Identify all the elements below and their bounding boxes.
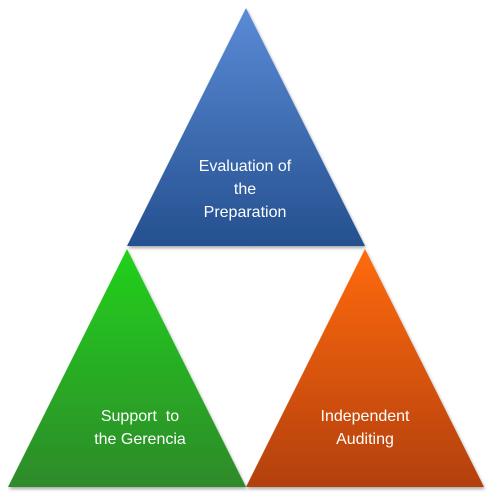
triangle-top-label-line-3: Preparation (203, 204, 287, 221)
triangle-left-label-line-1: Support to (100, 408, 180, 425)
triangle-left-label-line-2: the Gerencia (94, 431, 186, 448)
triangle-top-label: Evaluation of the Preparation (170, 155, 320, 224)
triangle-right-label-line-2: Auditing (336, 431, 394, 448)
triangle-right-label-line-1: Independent (320, 408, 410, 425)
triangle-left-label: Support to the Gerencia (65, 405, 215, 451)
triangle-top-label-line-1: Evaluation of (198, 158, 292, 175)
triangle-top (127, 8, 365, 246)
triangle-right (246, 249, 484, 487)
triangle-left (8, 249, 246, 487)
triangle-right-label: Independent Auditing (290, 405, 440, 451)
triangle-top-label-line-2: the (233, 181, 257, 198)
